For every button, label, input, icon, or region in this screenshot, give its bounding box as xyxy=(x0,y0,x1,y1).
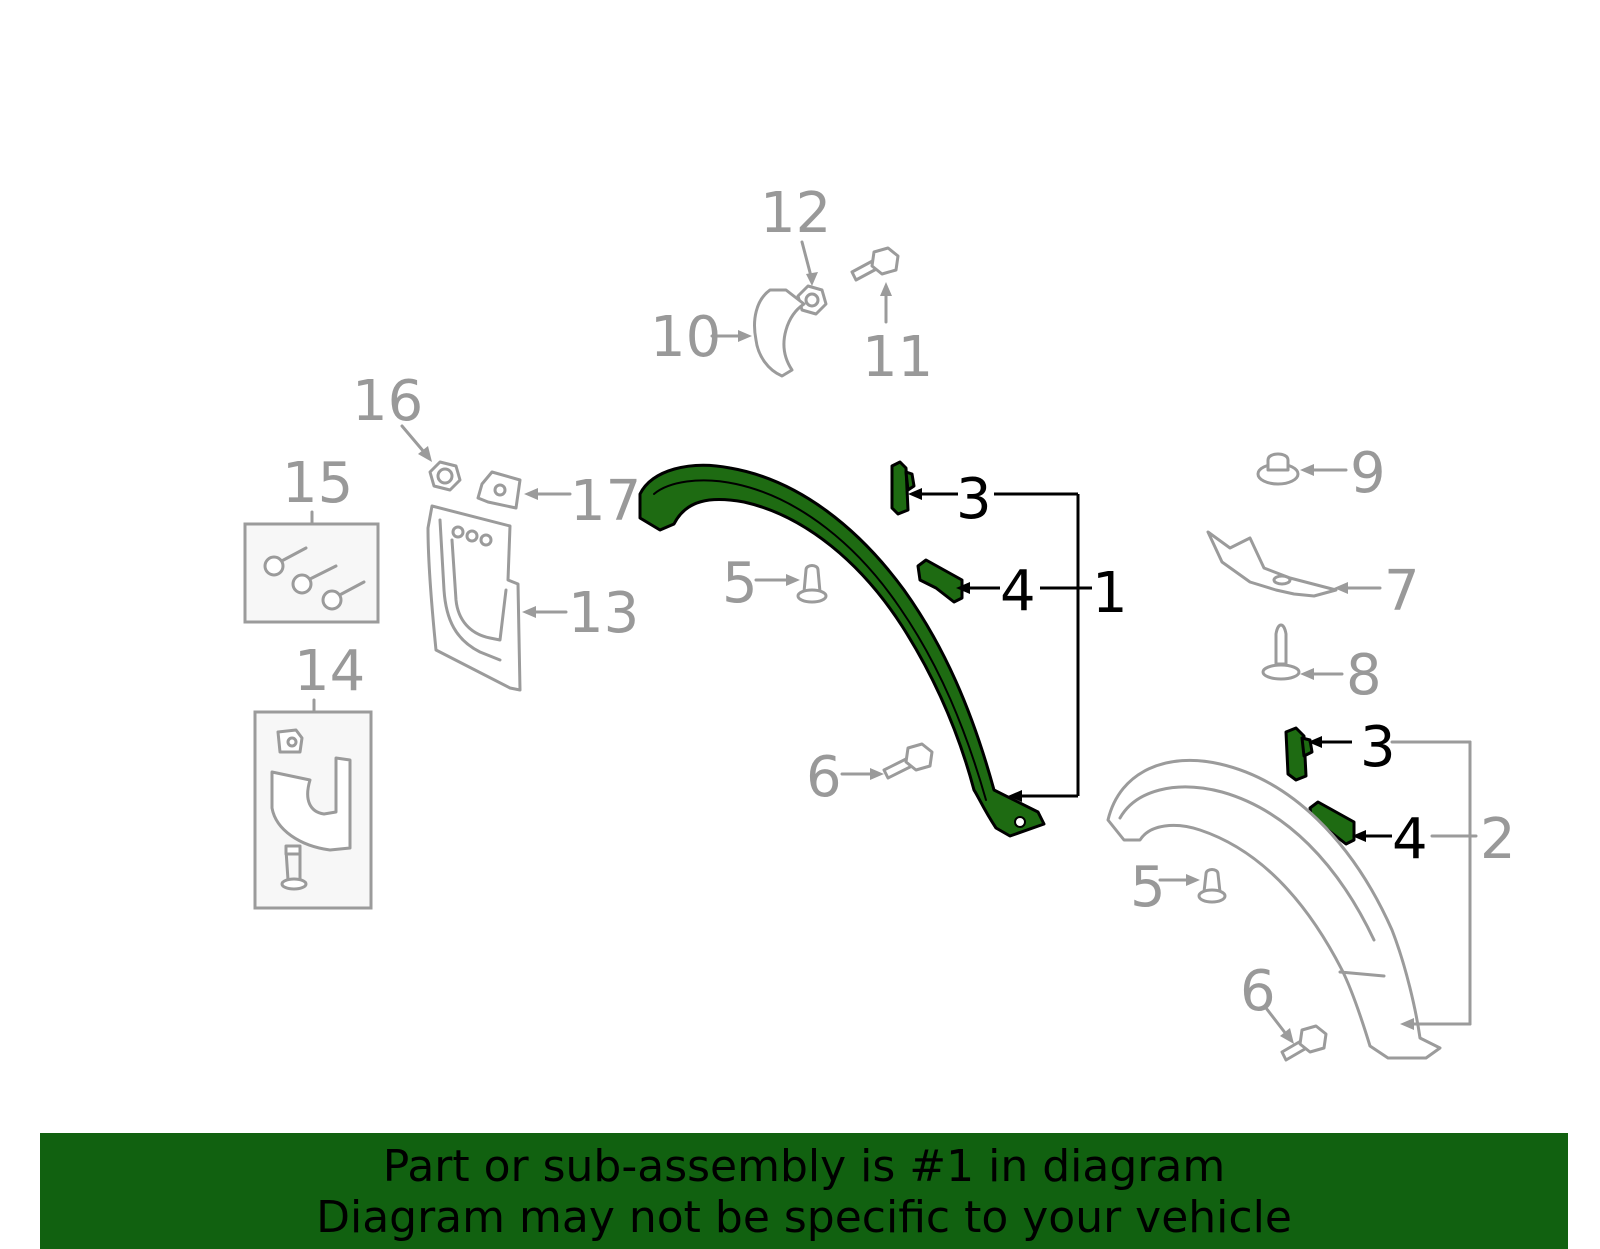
arrow-3-lower xyxy=(1308,736,1322,748)
arrow-4-lower xyxy=(1352,830,1366,842)
banner-line-2: Diagram may not be specific to your vehi… xyxy=(316,1192,1292,1243)
part-16-nut xyxy=(428,460,462,492)
arrow-16 xyxy=(418,446,432,462)
part-8-push-pin xyxy=(1261,623,1301,681)
leader-16 xyxy=(400,424,426,454)
part-7-splash-shield xyxy=(1206,530,1338,598)
part-15-hardware-kit xyxy=(243,522,380,624)
arrow-5-upper xyxy=(786,574,800,586)
callout-5-lower: 5 xyxy=(1130,855,1166,920)
callout-15: 15 xyxy=(282,451,353,516)
callout-3-upper: 3 xyxy=(956,467,992,532)
part-6-bolt-lower xyxy=(1280,1024,1328,1062)
callout-13: 13 xyxy=(568,581,639,646)
banner-line-1: Part or sub-assembly is #1 in diagram xyxy=(382,1141,1226,1192)
callout-3-lower: 3 xyxy=(1360,715,1396,780)
arrow-6-upper xyxy=(870,768,884,780)
arrow-8 xyxy=(1300,668,1314,680)
callout-10: 10 xyxy=(650,305,721,370)
callout-2: 2 xyxy=(1480,807,1516,872)
callout-6-upper: 6 xyxy=(806,745,842,810)
arrow-12 xyxy=(806,272,818,286)
callout-14: 14 xyxy=(294,639,365,704)
callout-17: 17 xyxy=(570,469,641,534)
callout-1-bracket xyxy=(908,488,1092,802)
callout-6-lower: 6 xyxy=(1240,959,1276,1024)
arrow-6-lower xyxy=(1280,1028,1294,1044)
part-6-bolt-upper xyxy=(882,742,934,780)
callout-4-lower: 4 xyxy=(1392,807,1428,872)
callout-8: 8 xyxy=(1346,643,1382,708)
arrow-17 xyxy=(524,488,538,500)
callout-11: 11 xyxy=(862,325,933,390)
arrow-7 xyxy=(1334,582,1348,594)
part-9-retainer xyxy=(1256,452,1300,486)
callout-1: 1 xyxy=(1092,561,1128,626)
arrow-10 xyxy=(738,330,752,342)
callout-4-upper: 4 xyxy=(1000,559,1036,624)
part-5-push-pin-lower xyxy=(1197,868,1227,904)
part-10-bracket xyxy=(753,288,806,378)
arrow-9 xyxy=(1300,464,1314,476)
callout-16: 16 xyxy=(352,369,423,434)
part-13-mud-flap xyxy=(426,504,522,692)
part-5-push-pin-upper xyxy=(796,564,828,604)
part-4-clip-upper xyxy=(916,558,964,604)
callout-5-upper: 5 xyxy=(722,551,758,616)
part-1-wheel-arch-molding xyxy=(638,463,1046,838)
part-11-bolt xyxy=(850,246,900,282)
part-14-mud-flap-kit xyxy=(253,710,373,910)
callout-9: 9 xyxy=(1350,441,1386,506)
part-2-wheel-arch-molding xyxy=(1106,759,1442,1060)
info-banner: Part or sub-assembly is #1 in diagram Di… xyxy=(40,1133,1568,1249)
callout-12: 12 xyxy=(760,181,831,246)
arrow-11 xyxy=(880,282,892,296)
callout-7: 7 xyxy=(1384,559,1420,624)
leader-6-lower xyxy=(1264,1006,1288,1036)
part-17-clip-nut xyxy=(476,470,522,510)
part-12-nut xyxy=(796,284,828,316)
part-3-clip-lower xyxy=(1284,726,1314,782)
part-3-clip-upper xyxy=(890,460,916,516)
arrow-5-lower xyxy=(1186,874,1200,886)
callout-2-bracket xyxy=(1390,740,1478,1030)
arrow-13 xyxy=(522,606,536,618)
